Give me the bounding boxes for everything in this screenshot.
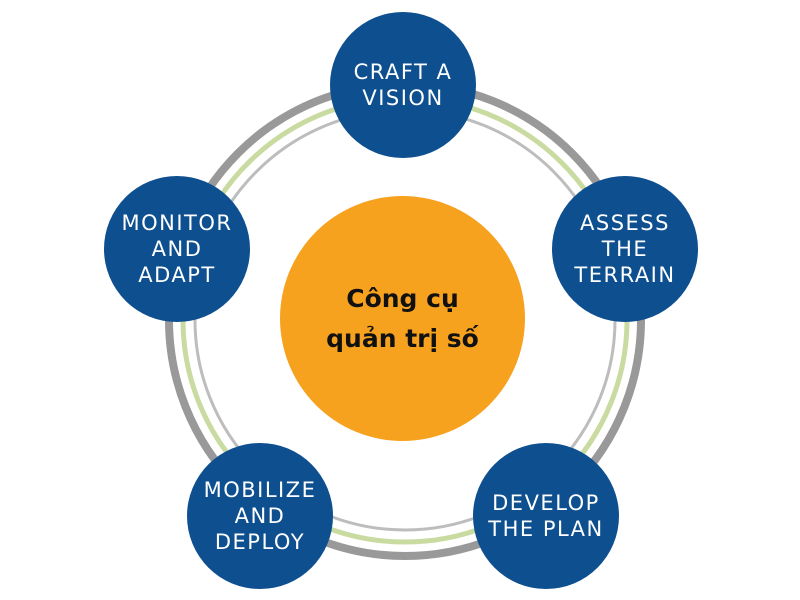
- node-label-craft-a-vision: CRAFT A VISION: [353, 60, 453, 110]
- node-label-mobilize-and-deploy: MOBILIZE AND DEPLOY: [203, 478, 317, 554]
- node-monitor-and-adapt: MONITOR AND ADAPT: [104, 176, 250, 322]
- node-label-assess-the-terrain: ASSESS THE TERRAIN: [574, 211, 676, 287]
- node-craft-a-vision: CRAFT A VISION: [330, 12, 476, 158]
- node-label-monitor-and-adapt: MONITOR AND ADAPT: [121, 211, 233, 287]
- center-circle: Công cụ quản trị số: [280, 196, 525, 441]
- node-assess-the-terrain: ASSESS THE TERRAIN: [552, 176, 698, 322]
- node-develop-the-plan: DEVELOP THE PLAN: [473, 443, 619, 589]
- node-mobilize-and-deploy: MOBILIZE AND DEPLOY: [187, 443, 333, 589]
- center-label: Công cụ quản trị số: [326, 283, 479, 353]
- node-label-develop-the-plan: DEVELOP THE PLAN: [488, 491, 604, 541]
